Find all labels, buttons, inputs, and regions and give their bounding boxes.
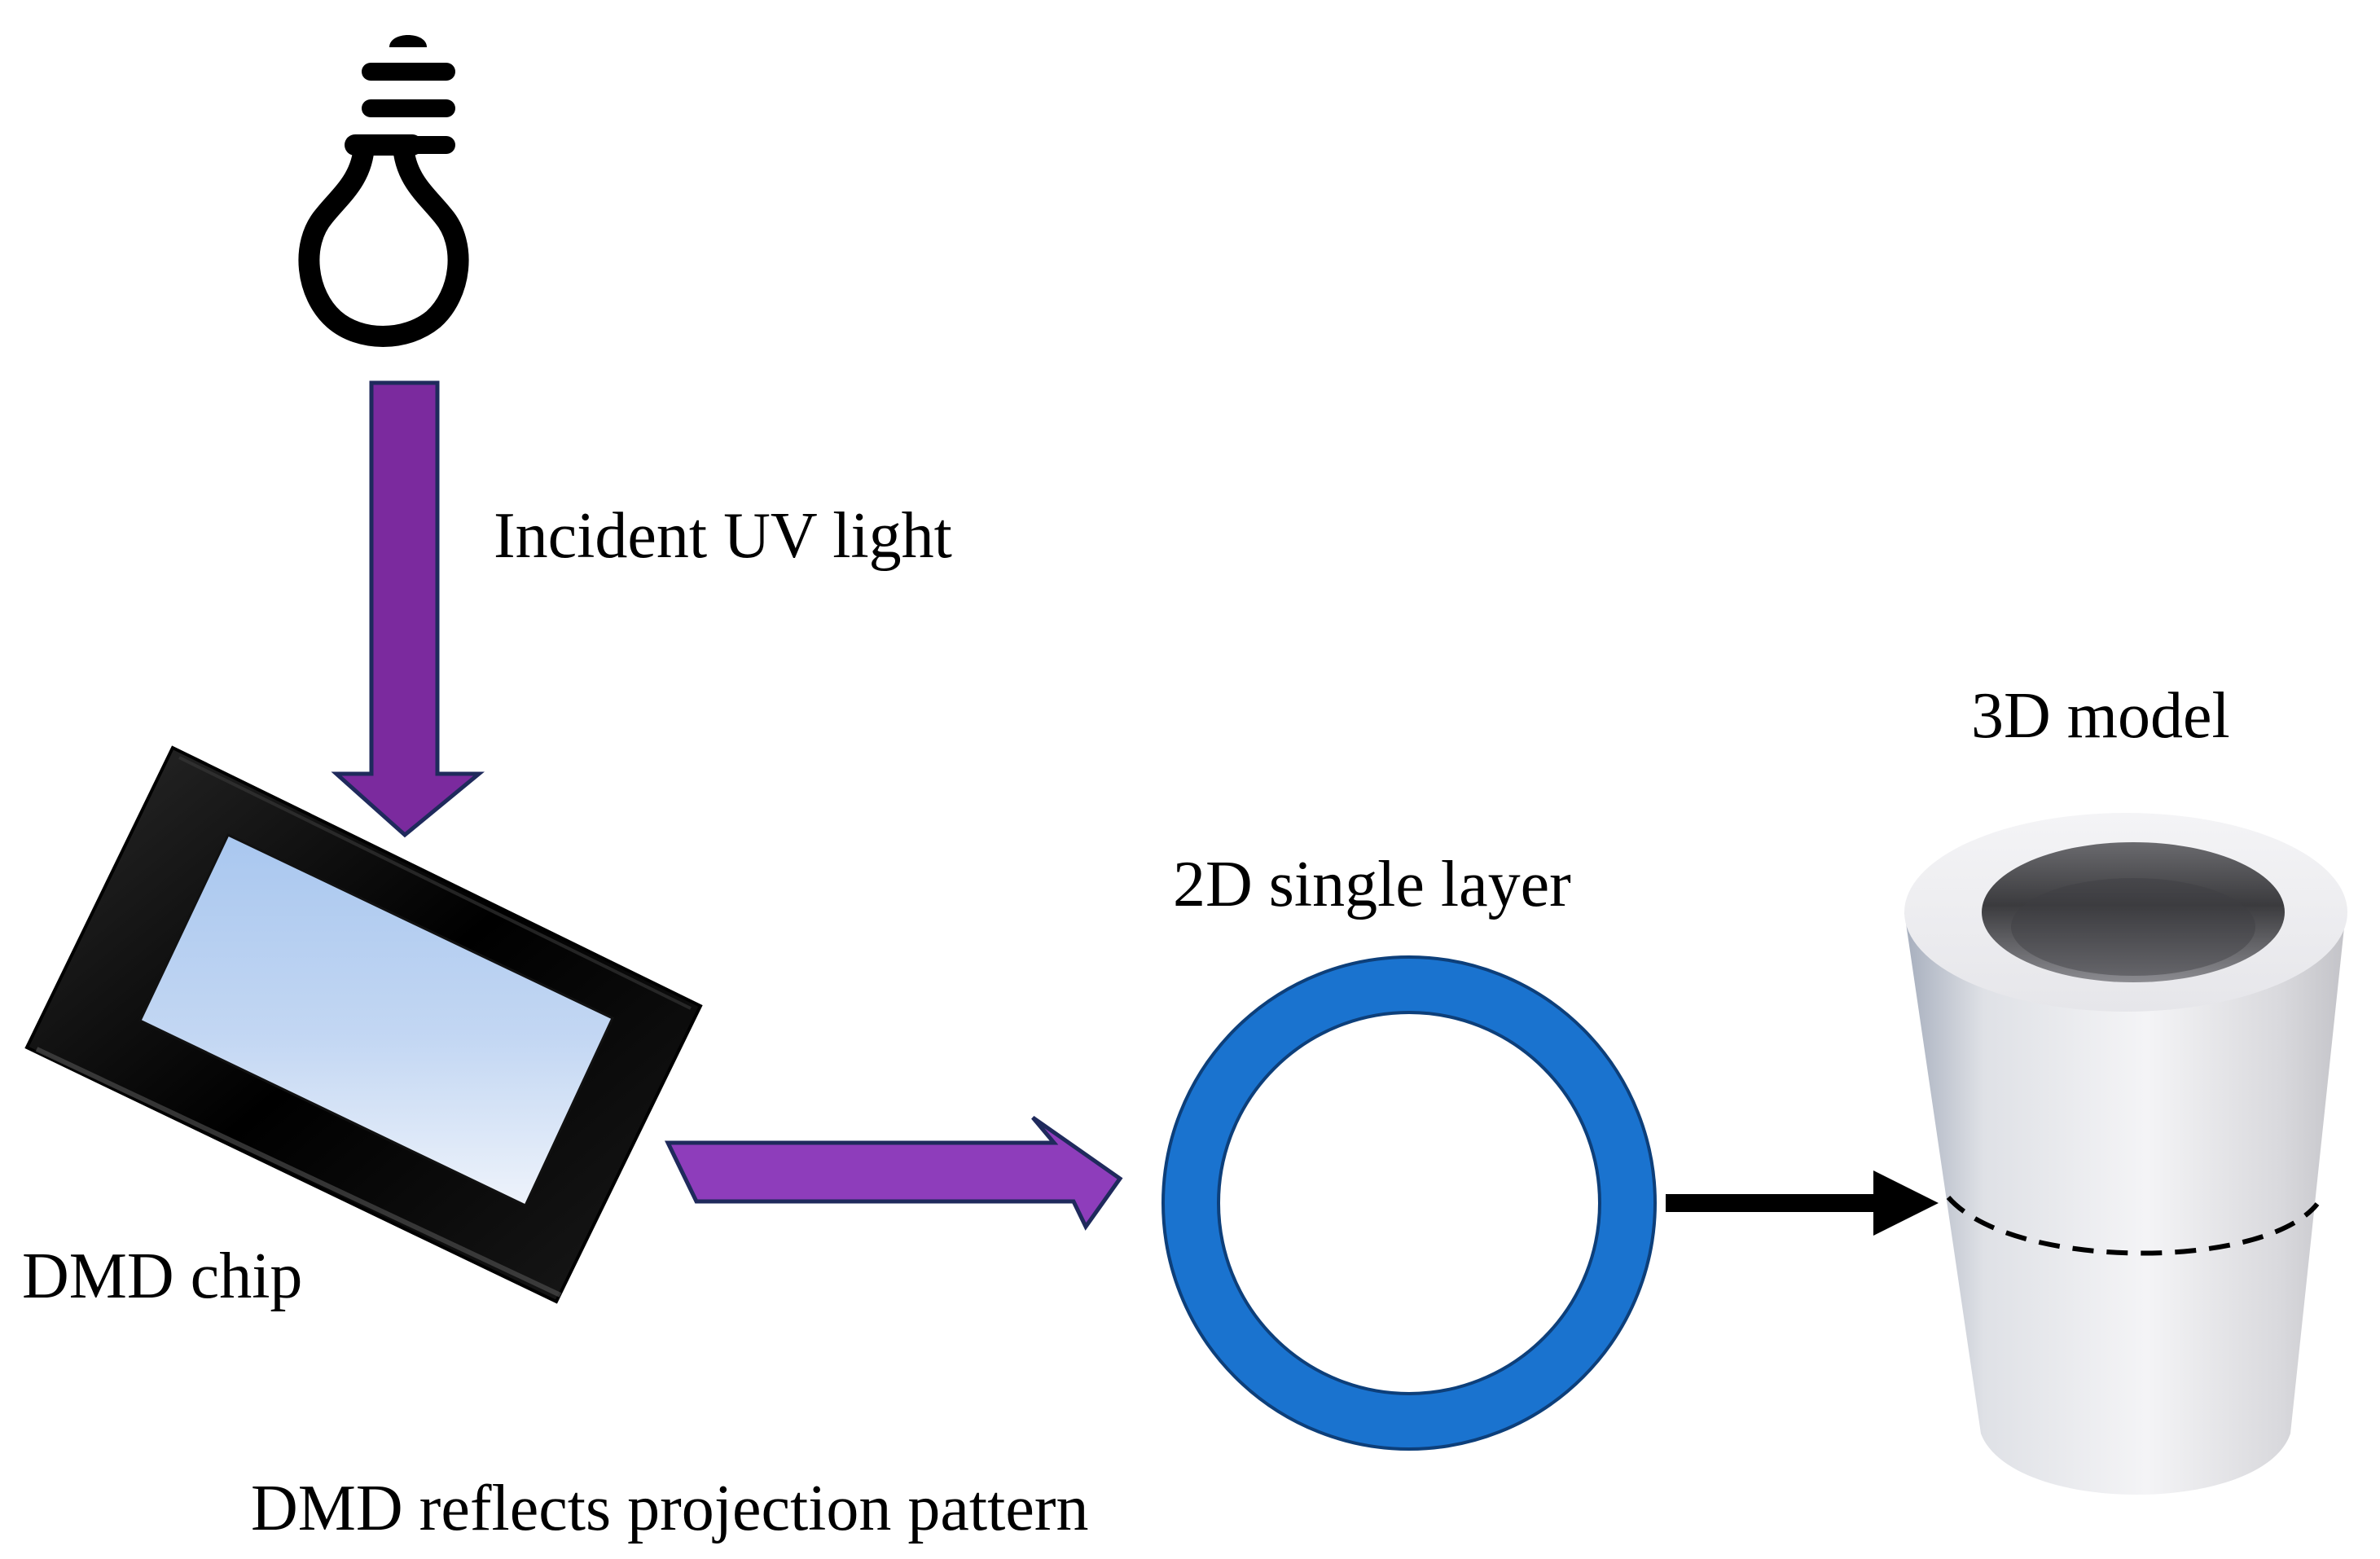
- dmd-reflects-label: DMD reflects projection pattern: [251, 1473, 1089, 1544]
- single-layer-ring: [1163, 957, 1655, 1449]
- slice-line: [1946, 1196, 2320, 1256]
- dmd-chip-label: DMD chip: [22, 1241, 302, 1312]
- single-layer-label: 2D single layer: [1173, 849, 1571, 920]
- model-label: 3D model: [1971, 680, 2230, 752]
- dmd-chip: [24, 745, 703, 1304]
- light-bulb-icon: [298, 35, 469, 347]
- incident-uv-light-label: Incident UV light: [494, 500, 952, 572]
- cylinder-model: [1904, 813, 2347, 1495]
- connector-arrow: [1666, 1170, 1939, 1236]
- reflected-projection-arrow: [665, 1115, 1123, 1231]
- incident-uv-arrow: [331, 380, 485, 838]
- dmd-chip-mirror: [138, 832, 614, 1208]
